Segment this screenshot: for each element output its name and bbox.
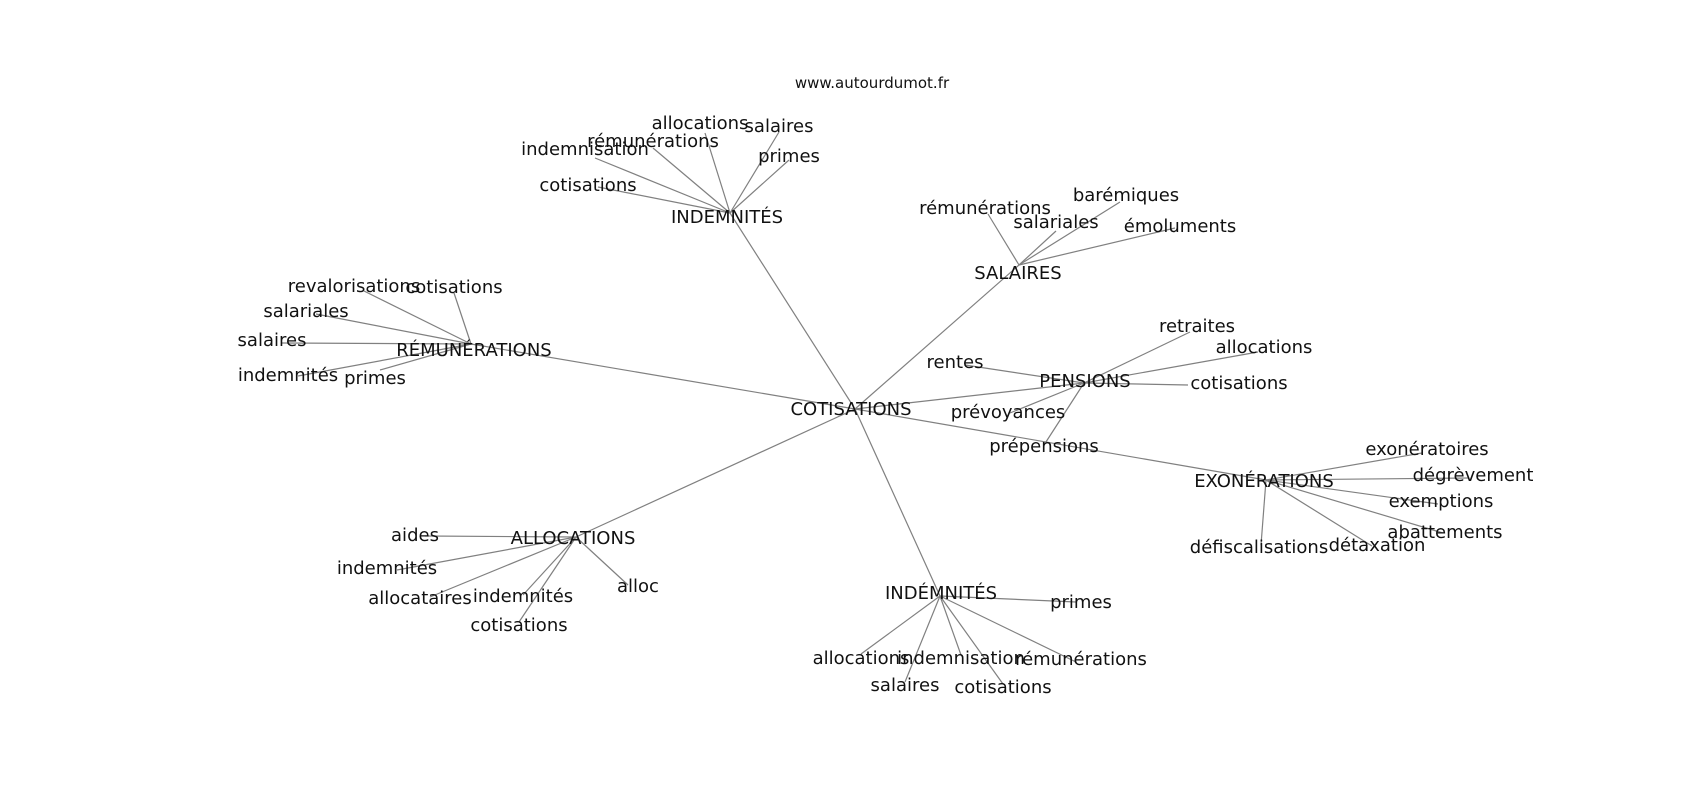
leaf-label-exo-0: exonératoires xyxy=(1365,439,1488,460)
edge-ind_bot-1 xyxy=(860,595,941,655)
leaf-label-ind_bot-5: cotisations xyxy=(954,677,1051,698)
leaf-label-ind_top-0: allocations xyxy=(652,113,749,134)
center-label: COTISATIONS xyxy=(790,399,911,420)
leaf-label-exo-1: dégrèvement xyxy=(1413,465,1534,486)
edge-sal-0 xyxy=(1018,201,1121,266)
leaf-label-sal-3: émoluments xyxy=(1124,216,1236,237)
edge-rem-1 xyxy=(453,292,472,345)
edge-rem-4 xyxy=(297,343,472,377)
leaf-label-sal-2: salariales xyxy=(1013,212,1098,233)
cluster-label-all: ALLOCATIONS xyxy=(511,528,636,549)
edge-ind_top-5 xyxy=(597,186,731,214)
edge-center-ind_bot xyxy=(854,408,941,597)
leaf-label-rem-3: salaires xyxy=(238,330,307,351)
cluster-label-sal: SALAIRES xyxy=(974,263,1061,284)
edge-ind_bot-4 xyxy=(904,595,941,683)
edge-all-1 xyxy=(396,536,577,571)
edge-center-ind_top xyxy=(729,212,856,410)
node-labels: allocationssalairesrémunérationsindemnis… xyxy=(238,113,1534,698)
edge-pen-5 xyxy=(1043,382,1085,446)
edge-pen-1 xyxy=(1083,351,1259,384)
edge-pen-0 xyxy=(1083,331,1191,384)
edge-rem-5 xyxy=(379,343,472,371)
leaf-label-ind_bot-2: indemnisation xyxy=(897,648,1025,669)
leaf-label-ind_top-2: rémunérations xyxy=(587,131,719,152)
leaf-label-exo-4: défiscalisations xyxy=(1190,537,1328,558)
edge-all-0 xyxy=(424,535,577,538)
edge-pen-3 xyxy=(1083,382,1189,386)
edge-exo-2 xyxy=(1265,479,1439,505)
leaf-label-sal-1: rémunérations xyxy=(919,198,1051,219)
leaf-label-ind_top-1: salaires xyxy=(745,116,814,137)
cluster-label-ind_bot: INDÉMNITÉS xyxy=(885,582,997,604)
leaf-label-rem-5: primes xyxy=(344,368,406,389)
edge-all-3 xyxy=(522,536,577,596)
leaf-label-exo-3: abattements xyxy=(1387,522,1502,543)
site-watermark: www.autourdumot.fr xyxy=(795,74,950,92)
edge-ind_top-4 xyxy=(729,159,790,214)
leaf-label-ind_bot-1: allocations xyxy=(813,648,910,669)
leaf-label-all-2: allocataires xyxy=(368,588,472,609)
leaf-label-exo-5: détaxation xyxy=(1329,535,1426,556)
edge-center-exo xyxy=(854,408,1267,481)
leaf-label-ind_bot-0: primes xyxy=(1050,592,1112,613)
leaf-label-pen-2: rentes xyxy=(927,352,984,373)
edge-rem-0 xyxy=(363,290,472,345)
leaf-label-pen-5: prépensions xyxy=(989,436,1099,457)
edge-sal-3 xyxy=(1018,227,1176,266)
leaf-label-all-0: aides xyxy=(391,525,439,546)
edge-exo-4 xyxy=(1260,479,1267,546)
leaf-label-ind_bot-4: salaires xyxy=(871,675,940,696)
edge-center-all xyxy=(575,408,856,538)
edge-exo-1 xyxy=(1265,477,1470,481)
leaf-label-pen-0: retraites xyxy=(1159,316,1235,337)
edge-ind_top-0 xyxy=(704,132,731,214)
leaf-label-all-5: alloc xyxy=(617,576,659,597)
edge-center-sal xyxy=(854,264,1020,410)
leaf-label-ind_top-5: cotisations xyxy=(539,175,636,196)
cluster-label-ind_top: INDEMNITÉS xyxy=(671,206,783,228)
edge-ind_bot-0 xyxy=(939,595,1077,603)
edge-ind_top-3 xyxy=(594,157,731,214)
leaf-label-exo-2: exemptions xyxy=(1389,491,1494,512)
edge-pen-2 xyxy=(964,364,1085,384)
edge-exo-0 xyxy=(1265,452,1423,481)
cluster-label-pen: PENSIONS xyxy=(1039,371,1131,392)
edge-rem-3 xyxy=(281,342,472,345)
edge-ind_top-1 xyxy=(729,131,780,214)
edge-ind_bot-3 xyxy=(939,595,1077,663)
edge-sal-2 xyxy=(1018,230,1057,266)
leaf-label-pen-1: allocations xyxy=(1216,337,1313,358)
edge-ind_bot-2 xyxy=(939,595,962,656)
leaf-label-rem-0: revalorisations xyxy=(288,276,420,297)
leaf-label-rem-4: indemnités xyxy=(238,365,338,386)
leaf-label-all-3: indemnités xyxy=(473,586,573,607)
edge-pen-4 xyxy=(1009,382,1085,414)
leaf-label-sal-0: barémiques xyxy=(1073,185,1179,206)
leaf-label-all-1: indemnités xyxy=(337,558,437,579)
edge-ind_bot-5 xyxy=(939,595,1004,685)
leaf-label-pen-4: prévoyances xyxy=(951,402,1066,423)
edge-all-2 xyxy=(429,536,577,598)
cluster-label-exo: EXONÉRATIONS xyxy=(1194,470,1334,492)
leaf-label-ind_top-4: primes xyxy=(758,146,820,167)
edge-all-4 xyxy=(518,536,577,623)
leaf-label-rem-2: salariales xyxy=(263,301,348,322)
edge-exo-3 xyxy=(1265,479,1444,534)
cluster-label-rem: RÉMUNÉRATIONS xyxy=(396,339,551,361)
edge-sal-1 xyxy=(987,213,1020,266)
edge-rem-2 xyxy=(315,313,472,345)
edge-center-rem xyxy=(470,343,856,410)
leaf-label-all-4: cotisations xyxy=(470,615,567,636)
edge-all-5 xyxy=(575,536,629,586)
leaf-label-rem-1: cotisations xyxy=(405,277,502,298)
edge-ind_top-2 xyxy=(652,147,731,214)
leaf-label-pen-3: cotisations xyxy=(1190,373,1287,394)
leaf-label-ind_bot-3: rémunérations xyxy=(1015,649,1147,670)
edge-exo-5 xyxy=(1265,479,1373,547)
leaf-label-ind_top-3: indemnisation xyxy=(521,139,649,160)
edges xyxy=(281,131,1470,685)
edge-center-pen xyxy=(854,382,1085,410)
